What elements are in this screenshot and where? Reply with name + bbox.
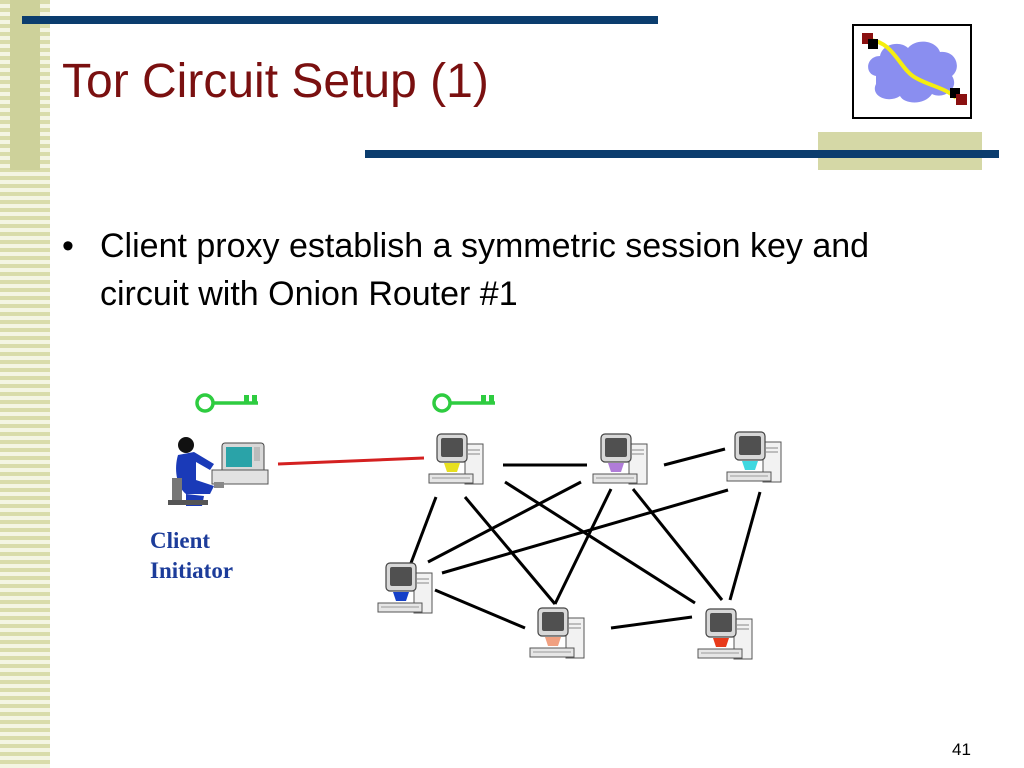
onion-router-icon	[428, 433, 484, 485]
onion-router-icon	[529, 607, 585, 659]
page-number: 41	[952, 740, 971, 759]
logo-cloud-icon	[852, 24, 972, 119]
top-rule	[22, 16, 658, 24]
client-link	[277, 456, 425, 466]
router-4	[377, 562, 433, 614]
router-5	[529, 607, 585, 659]
bullet-text: Client proxy establish a symmetric sessi…	[100, 227, 870, 313]
router-2	[592, 433, 648, 485]
mid-rule	[365, 150, 999, 158]
key-icon	[195, 393, 260, 413]
router-6	[697, 608, 753, 660]
router-3	[726, 431, 782, 483]
client-user-icon	[168, 437, 269, 506]
left-stripe-block	[10, 0, 40, 170]
client-label-line1: Client	[150, 528, 211, 553]
onion-router-icon	[726, 431, 782, 483]
client-label-line2: Initiator	[150, 558, 234, 583]
slide-title: Tor Circuit Setup (1)	[62, 55, 489, 108]
router-1	[428, 433, 484, 485]
bullet-marker: •	[62, 227, 74, 265]
router-links	[409, 447, 762, 630]
key-icon	[432, 393, 497, 413]
client-initiator-label: Client Initiator	[150, 526, 233, 586]
left-stripe-decoration	[0, 0, 50, 768]
onion-router-icon	[377, 562, 433, 614]
onion-router-icon	[592, 433, 648, 485]
onion-router-icon	[697, 608, 753, 660]
